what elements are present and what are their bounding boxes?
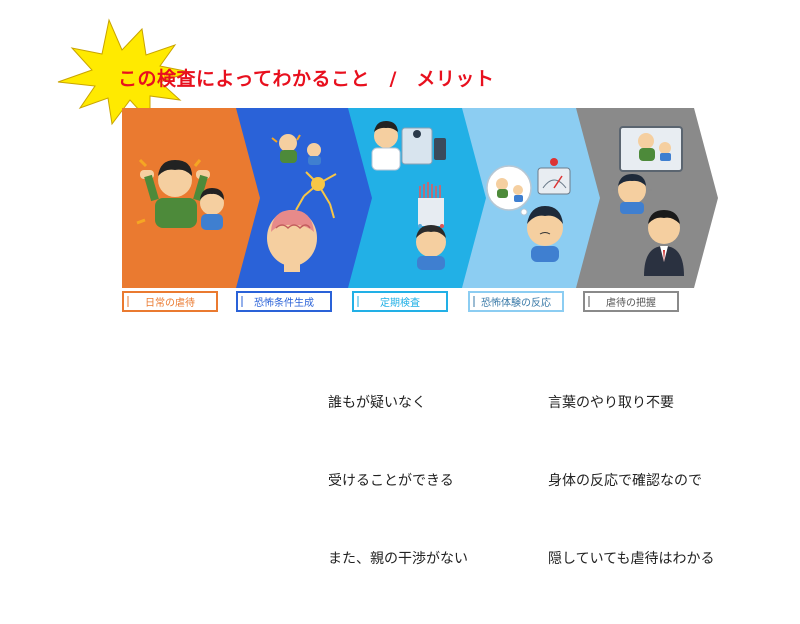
chevron-step-4 [462,108,602,288]
note-left-line-3: また、親の干渉がない [328,551,468,567]
step-label-3: 定期検査 [352,291,448,312]
note-right-line-2: 身体の反応で確認なので [548,473,702,489]
step-label-5: 虐待の把握 [583,291,679,312]
note-right-line-3: 隠していても虐待はわかる [548,551,715,567]
monitor-teacher-illustration [612,126,684,276]
brain-neuron-illustration [267,134,337,272]
diagram-canvas [57,18,718,288]
fear-reaction-illustration [486,158,571,262]
notes-right: 言葉のやり取り不要 身体の反応で確認なので 隠していても虐待はわかる [548,338,714,624]
note-left-line-1: 誰もが疑いなく [328,395,426,411]
slide: この検査によってわかること / メリット 日常の虐待 恐怖条件生成 定期検査 恐… [57,18,718,567]
notes-left: 誰もが疑いなく 受けることができる また、親の干渉がない [328,338,468,624]
chevron-step-1 [122,108,262,288]
step-label-1: 日常の虐待 [122,291,218,312]
parent-child-abuse-illustration [136,158,224,230]
note-left-line-2: 受けることができる [328,473,454,489]
doctor-eeg-scan-illustration [371,121,446,270]
slide-title: この検査によってわかること / メリット [118,68,495,90]
step-label-4: 恐怖体験の反応 [468,291,564,312]
note-right-line-1: 言葉のやり取り不要 [548,395,674,411]
step-label-2: 恐怖条件生成 [236,291,332,312]
